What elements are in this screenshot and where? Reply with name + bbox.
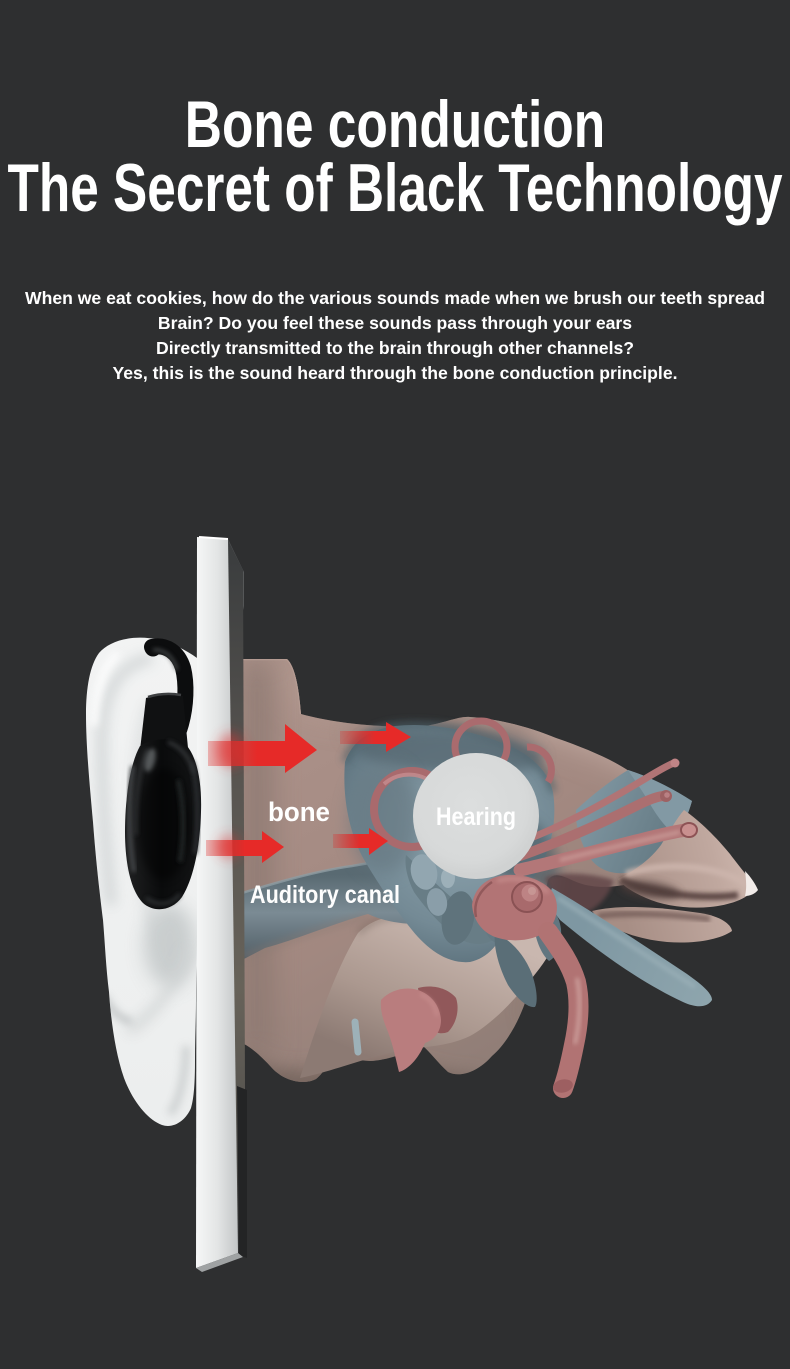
svg-text:Hearing: Hearing	[436, 803, 516, 831]
svg-text:bone: bone	[268, 797, 330, 827]
svg-text:Auditory canal: Auditory canal	[250, 881, 400, 909]
